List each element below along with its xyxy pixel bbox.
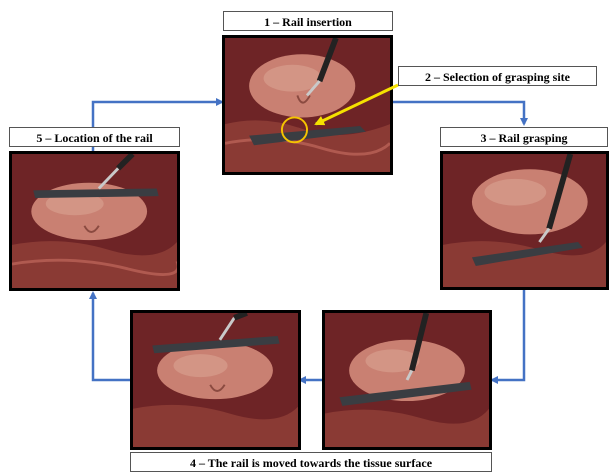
step-3-image [440, 151, 609, 290]
step-1-image [222, 35, 393, 175]
step-4-image-b [322, 310, 492, 450]
step-3-label: 3 – Rail grasping [440, 127, 608, 147]
arrow-4a-to-5 [93, 293, 130, 380]
step-5-image [9, 151, 180, 291]
step-4-label: 4 – The rail is moved towards the tissue… [130, 452, 492, 472]
step-2-label: 2 – Selection of grasping site [398, 66, 597, 86]
arrow-3-to-4b [492, 290, 524, 380]
step-5-label: 5 – Location of the rail [9, 127, 180, 147]
step-4-image-a [130, 310, 301, 450]
step-1-label: 1 – Rail insertion [223, 11, 393, 31]
arrow-1-to-3 [393, 102, 524, 124]
